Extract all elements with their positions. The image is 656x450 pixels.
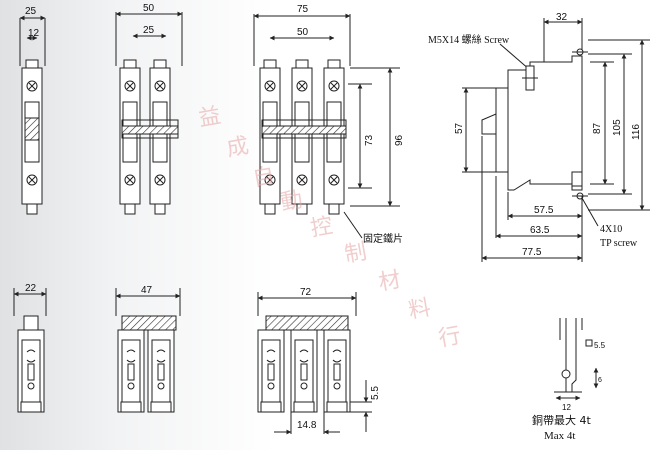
- watermark-char: 制: [343, 239, 369, 267]
- watermark-char: 控: [309, 213, 335, 241]
- fixing-plate-label: 固定鐵片: [363, 232, 403, 245]
- dim-105: 105: [612, 119, 623, 136]
- watermark-char: 材: [377, 267, 403, 295]
- dim-96: 96: [394, 134, 405, 146]
- watermark: 益 成 自 動 控 制 材 料 行: [197, 103, 463, 351]
- side-view: M5X14 螺絲 Screw 32 57 87 105 116: [428, 12, 650, 262]
- triple-pole-bottom-view: 72 5.5 14.8: [257, 287, 381, 435]
- dim-77-5: 77.5: [522, 247, 542, 258]
- screw-top-label: M5X14 螺絲 Screw: [428, 33, 510, 46]
- watermark-char: 益: [197, 103, 223, 131]
- dim-25: 25: [25, 6, 37, 17]
- dim-72: 72: [300, 287, 312, 298]
- screw-bottom-label-2: TP screw: [600, 238, 638, 249]
- watermark-char: 行: [437, 323, 463, 351]
- dim-50: 50: [143, 3, 155, 14]
- dim-14-8: 14.8: [297, 420, 317, 431]
- dim-12: 12: [28, 28, 40, 39]
- dim-22: 22: [25, 283, 37, 294]
- single-pole-front-view: 25 12: [19, 6, 46, 215]
- detail-dim-6: 6: [598, 377, 602, 384]
- single-pole-bottom-view: 22: [13, 283, 47, 413]
- dim-5-5: 5.5: [370, 386, 381, 400]
- watermark-char: 成: [225, 133, 251, 161]
- busbar-detail: 5.5 6 12 銅帶最大 4t Max 4t: [532, 318, 606, 442]
- dim-47: 47: [141, 285, 153, 296]
- double-pole-bottom-view: 47: [115, 285, 181, 413]
- watermark-char: 自: [251, 163, 277, 191]
- dim-116: 116: [631, 124, 642, 140]
- dim-32: 32: [556, 12, 568, 23]
- watermark-char: 料: [407, 295, 433, 323]
- dim-87: 87: [592, 122, 603, 134]
- detail-dim-12: 12: [562, 403, 571, 412]
- dim-75: 75: [297, 4, 309, 15]
- dim-50-b: 50: [297, 27, 309, 38]
- watermark-char: 動: [279, 187, 305, 215]
- detail-dim-5-5: 5.5: [594, 341, 606, 350]
- dim-57-5: 57.5: [534, 205, 554, 216]
- dim-63-5: 63.5: [530, 225, 550, 236]
- busbar-label-en: Max 4t: [544, 430, 575, 442]
- dim-25-b: 25: [143, 25, 155, 36]
- double-pole-front-view: 50 25: [115, 3, 183, 215]
- screw-bottom-label-1: 4X10: [600, 224, 622, 235]
- dim-73: 73: [364, 134, 375, 146]
- dim-57: 57: [454, 122, 465, 134]
- triple-pole-front-view: 75 50 73 96 固定鐵片: [253, 4, 405, 245]
- busbar-label-cn: 銅帶最大 4t: [532, 413, 591, 427]
